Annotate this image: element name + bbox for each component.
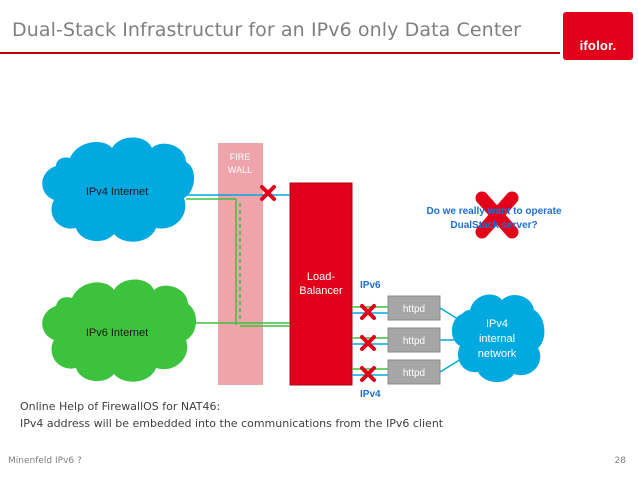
ifolor-logo: ifolor. xyxy=(563,12,633,60)
slide-title: Dual-Stack Infrastructur for an IPv6 onl… xyxy=(12,19,522,41)
title-underline xyxy=(0,52,560,54)
server-3: httpd xyxy=(387,359,441,385)
help-note: Online Help of FirewallOS for NAT46: IPv… xyxy=(20,398,443,432)
ipv4-internal-network-cloud: IPv4 internal network xyxy=(451,294,545,383)
ipv4-internet-cloud: IPv4 Internet xyxy=(42,137,195,242)
internal-network-label-line2: internal xyxy=(479,333,515,345)
blocked-server2-icon xyxy=(360,335,376,351)
load-balancer-label-line1: Load- xyxy=(307,271,335,283)
big-cross-icon xyxy=(475,191,519,239)
page-number: 28 xyxy=(614,456,626,466)
internal-network-label-line3: network xyxy=(478,348,517,360)
help-line1: Online Help of FirewallOS for NAT46: xyxy=(20,400,221,413)
load-balancer: Load- Balancer xyxy=(289,182,353,386)
blocked-server1-icon xyxy=(360,304,376,320)
question-line1: Do we really want to operate xyxy=(426,206,561,217)
server-1: httpd xyxy=(387,295,441,321)
server-3-label: httpd xyxy=(403,368,425,379)
help-line2: IPv4 address will be embedded into the c… xyxy=(20,417,444,430)
ipv4-internet-label: IPv4 Internet xyxy=(86,186,148,198)
internal-network-label-line1: IPv4 xyxy=(486,318,508,330)
connection-lines xyxy=(186,194,467,376)
logo-text: ifolor. xyxy=(579,38,617,53)
firewall: FIRE WALL xyxy=(218,143,263,385)
footer-text: Minenfeld IPv6 ? xyxy=(8,456,82,466)
blocked-server3-icon xyxy=(360,366,376,382)
firewall-label-line2: WALL xyxy=(228,165,252,175)
ipv6-path-label: IPv6 xyxy=(360,280,381,291)
ipv6-internet-cloud: IPv6 Internet xyxy=(42,279,197,382)
server-2-label: httpd xyxy=(403,336,425,347)
ipv6-internet-label: IPv6 Internet xyxy=(86,327,148,339)
server-2: httpd xyxy=(387,327,441,353)
question-line2: DualStack server? xyxy=(450,220,537,231)
ipv4-path-label: IPv4 xyxy=(360,389,381,400)
server-1-label: httpd xyxy=(403,304,425,315)
firewall-label-line1: FIRE xyxy=(230,152,251,162)
blocked-ipv4-firewall-icon xyxy=(260,185,276,201)
load-balancer-label-line2: Balancer xyxy=(299,285,343,297)
